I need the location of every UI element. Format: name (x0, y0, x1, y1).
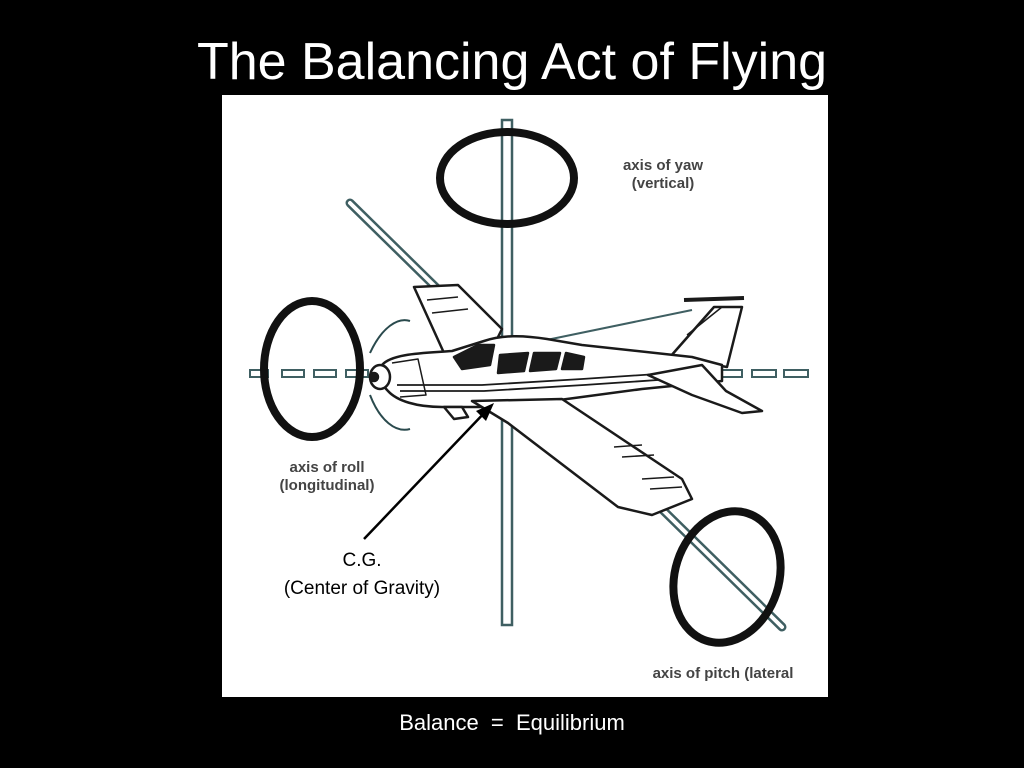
pitch-axis-label-text: axis of pitch (lateral (652, 665, 794, 682)
yaw-axis-label-line2: (vertical) (631, 175, 695, 192)
cg-pointer-arrow (363, 403, 494, 540)
pitch-axis-label: axis of pitch (lateral (620, 665, 826, 683)
yaw-axis-label-line1: axis of yaw (622, 157, 704, 174)
roll-rotation-ring (260, 297, 364, 441)
pitch-rotation-ring (669, 507, 785, 647)
yaw-rotation-ring (436, 128, 578, 228)
yaw-axis-label: axis of yaw (vertical) (588, 157, 738, 193)
cg-label: C.G. (Center of Gravity) (250, 547, 474, 603)
airplane-illustration (249, 118, 809, 647)
airplane-axes-diagram: axis of yaw (vertical) axis of roll (lon… (222, 95, 828, 697)
airplane (368, 283, 764, 517)
cg-label-line2: (Center of Gravity) (283, 578, 441, 599)
propeller-arcs (369, 319, 411, 431)
roll-axis-label: axis of roll (longitudinal) (242, 459, 412, 495)
slide-title: The Balancing Act of Flying (196, 33, 828, 91)
cg-label-line1: C.G. (342, 550, 382, 571)
roll-axis-label-line1: axis of roll (289, 459, 365, 476)
roll-axis-label-line2: (longitudinal) (279, 477, 375, 494)
slide-caption: Balance = Equilibrium (399, 710, 625, 735)
